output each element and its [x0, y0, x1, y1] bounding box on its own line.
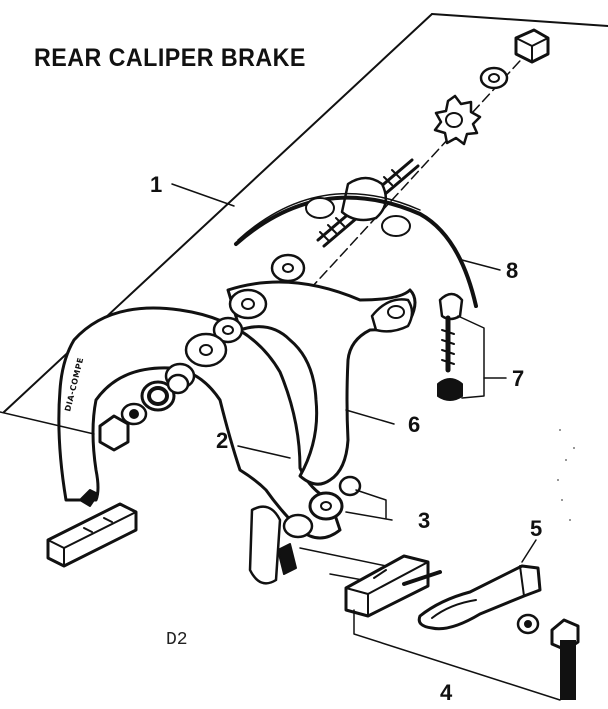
- pad-bolt: [437, 292, 464, 401]
- shoe-bracket: [248, 505, 282, 585]
- leader-4: [353, 609, 561, 701]
- callout-5: 5: [530, 516, 543, 541]
- caliper-arm-rear: [226, 280, 417, 486]
- cable-clamp-plate: [417, 564, 542, 631]
- center-axis-line: [299, 49, 531, 301]
- leader-8: [461, 259, 501, 271]
- top-washer: [479, 66, 509, 90]
- pivot-nut: [98, 414, 130, 452]
- star-washer: [433, 94, 482, 146]
- figure-code: D2: [166, 630, 188, 650]
- leader-1: [171, 183, 235, 207]
- brake-shoe-right: [344, 554, 442, 618]
- callout-4: 4: [440, 680, 453, 705]
- brake-shoe-left: [46, 489, 138, 568]
- mid-washer: [270, 253, 306, 283]
- page-title: REAR CALIPER BRAKE: [34, 44, 306, 72]
- callout-6: 6: [408, 412, 421, 437]
- leader-2: [237, 445, 291, 459]
- callout-3: 3: [418, 508, 431, 533]
- frame-line-top: [431, 13, 608, 27]
- callout-1: 1: [150, 172, 163, 197]
- pivot-washer-3: [166, 373, 190, 395]
- callout-8: 8: [506, 258, 519, 283]
- leader-5: [521, 539, 537, 563]
- callout-7: 7: [512, 366, 525, 391]
- leader-6: [345, 409, 395, 425]
- brake-spring: [234, 195, 478, 308]
- callout-2: 2: [216, 428, 229, 453]
- pivot-washer-2: [140, 380, 176, 412]
- shoe-bolt: [560, 640, 576, 700]
